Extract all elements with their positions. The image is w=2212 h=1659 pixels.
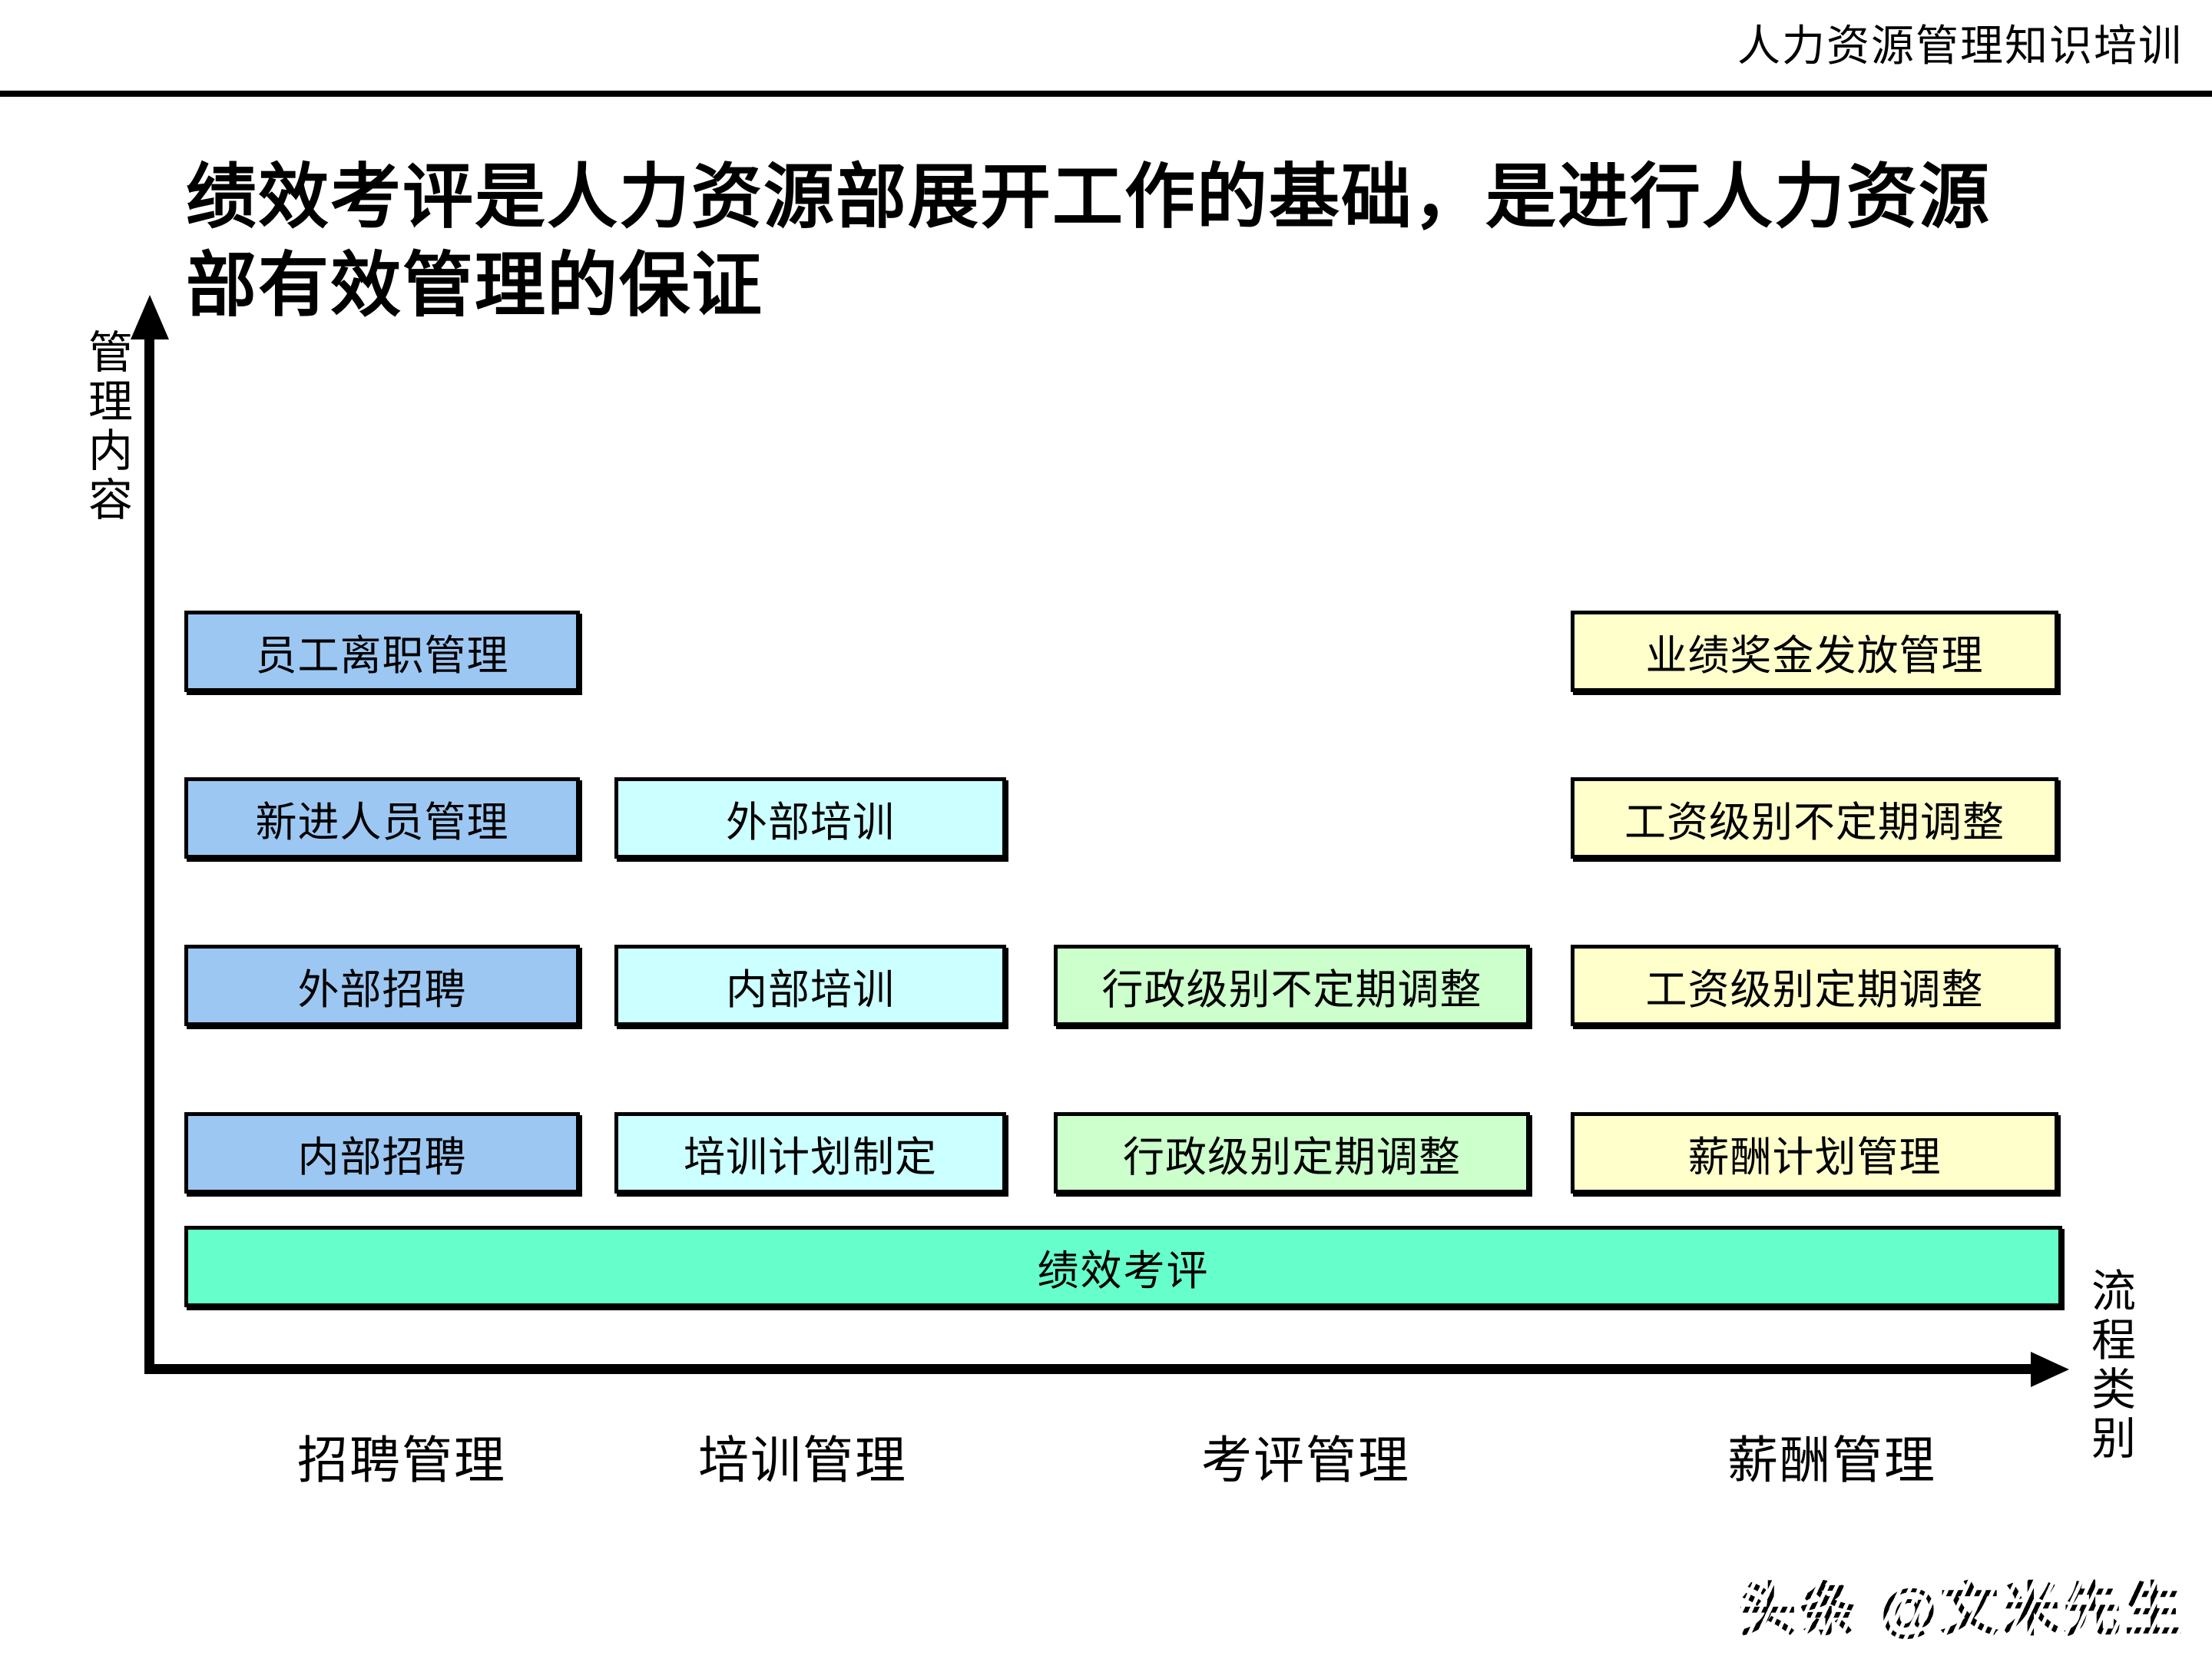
- cell-admin-grade-regular-adjust: 行政级别定期调整: [1054, 1112, 1530, 1194]
- cell-external-training: 外部培训: [614, 777, 1006, 859]
- cell-training-plan: 培训计划制定: [614, 1112, 1006, 1194]
- performance-appraisal-bar: 绩效考评: [184, 1226, 2062, 1307]
- x-axis-line: [144, 1364, 2032, 1374]
- category-label-compensation: 薪酬管理: [1727, 1432, 1936, 1488]
- cell-internal-training: 内部培训: [614, 945, 1006, 1026]
- x-axis-label: 流程类别: [2085, 1267, 2134, 1464]
- y-axis-arrowhead-icon: [131, 295, 169, 339]
- watermark: 头条 @文米先生: [1738, 1562, 2186, 1647]
- y-axis-line: [144, 332, 154, 1370]
- x-axis-arrowhead-icon: [2031, 1352, 2069, 1387]
- cell-admin-grade-irregular-adjust: 行政级别不定期调整: [1054, 945, 1530, 1026]
- cell-employee-exit-mgmt: 员工离职管理: [184, 611, 580, 692]
- cell-external-recruiting: 外部招聘: [184, 945, 580, 1026]
- header-divider: [0, 91, 2212, 97]
- slide-title: 绩效考评是人力资源部展开工作的基础，是进行人力资源 部有效管理的保证: [186, 154, 2121, 330]
- slide-title-line2: 部有效管理的保证: [186, 247, 764, 325]
- slide-title-line1: 绩效考评是人力资源部展开工作的基础，是进行人力资源: [186, 158, 1992, 237]
- header-title: 人力资源管理知识培训: [1737, 22, 2183, 70]
- cell-new-hire-mgmt: 新进人员管理: [184, 777, 580, 859]
- cell-bonus-payout-mgmt: 业绩奖金发放管理: [1571, 611, 2058, 692]
- cell-salary-grade-regular-adjust: 工资级别定期调整: [1571, 945, 2058, 1026]
- cell-internal-recruiting: 内部招聘: [184, 1112, 580, 1194]
- cell-salary-grade-irregular-adjust: 工资级别不定期调整: [1571, 777, 2058, 859]
- y-axis-label: 管理内容: [81, 329, 131, 525]
- category-label-recruiting: 招聘管理: [297, 1432, 506, 1488]
- cell-compensation-plan-mgmt: 薪酬计划管理: [1571, 1112, 2058, 1194]
- category-label-training: 培训管理: [698, 1432, 907, 1488]
- category-label-appraisal: 考评管理: [1201, 1432, 1410, 1488]
